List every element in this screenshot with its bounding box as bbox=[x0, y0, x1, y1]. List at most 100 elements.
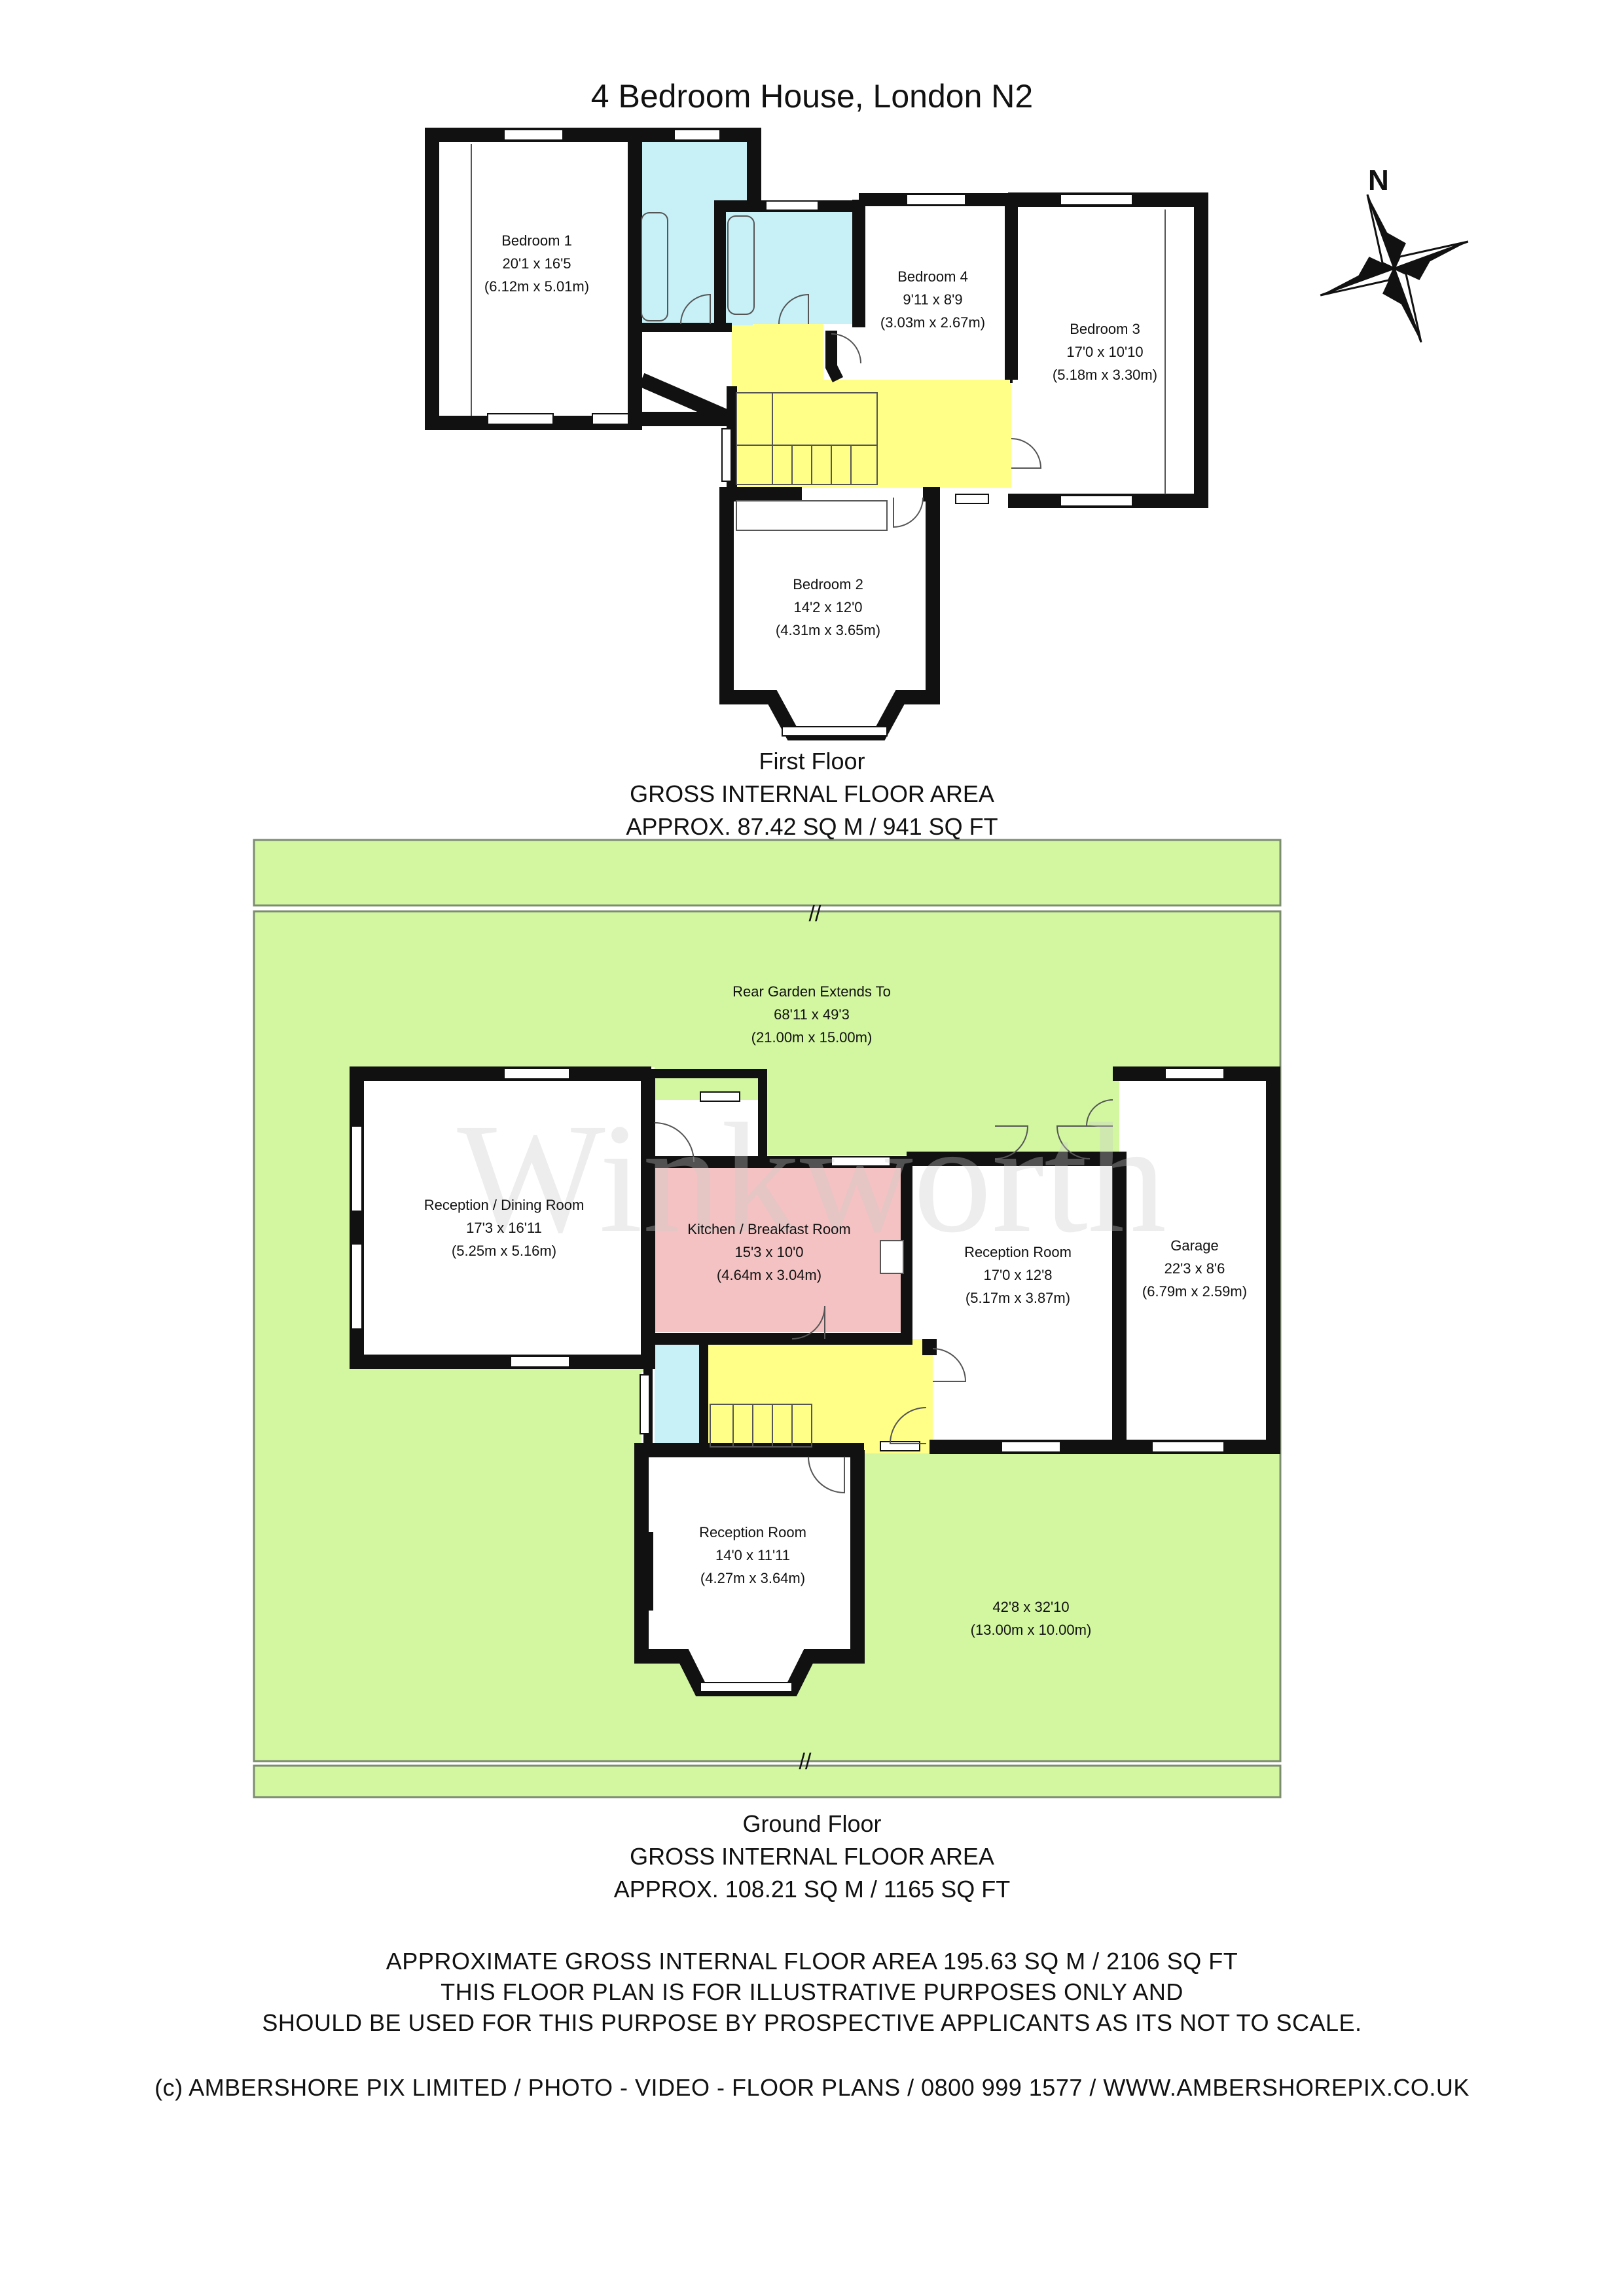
svg-text:Reception Room: Reception Room bbox=[699, 1524, 806, 1540]
room-name: Reception Room bbox=[699, 1524, 806, 1540]
room-name: Rear Garden Extends To bbox=[732, 983, 891, 1000]
first-floor-plan: Bedroom 1 20'1 x 16'5 (6.12m x 5.01m) Be… bbox=[425, 128, 1208, 740]
svg-text:Reception Room: Reception Room bbox=[964, 1244, 1072, 1260]
fireplace bbox=[647, 1532, 653, 1611]
svg-text:(5.25m x 5.16m): (5.25m x 5.16m) bbox=[452, 1243, 556, 1259]
french-door bbox=[503, 1068, 570, 1080]
window bbox=[1164, 1068, 1225, 1080]
door bbox=[893, 497, 924, 528]
window bbox=[592, 413, 629, 425]
room-dimensions: 14'0 x 11'11 bbox=[715, 1547, 790, 1563]
garden-dimensions: 42'8 x 32'10 bbox=[992, 1599, 1069, 1615]
window bbox=[765, 200, 819, 211]
cupboard bbox=[736, 500, 888, 531]
window bbox=[503, 129, 564, 141]
room-dimensions-metric: (6.12m x 5.01m) bbox=[484, 278, 589, 295]
svg-text:(6.12m x 5.01m): (6.12m x 5.01m) bbox=[484, 278, 589, 295]
room-dimensions: 9'11 x 8'9 bbox=[903, 291, 962, 308]
door bbox=[808, 1456, 845, 1494]
svg-text:Kitchen / Breakfast Room: Kitchen / Breakfast Room bbox=[687, 1221, 850, 1237]
door bbox=[680, 293, 711, 325]
hob-icon bbox=[880, 1240, 904, 1274]
room-name: Bedroom 2 bbox=[793, 576, 863, 592]
break-mark: // bbox=[809, 902, 821, 926]
svg-text:17'0 x 10'10: 17'0 x 10'10 bbox=[1066, 344, 1143, 360]
first-floor-landing bbox=[732, 321, 1011, 494]
svg-text:(5.18m x 3.30m): (5.18m x 3.30m) bbox=[1053, 367, 1157, 383]
window bbox=[351, 1243, 363, 1330]
svg-text:15'3 x 10'0: 15'3 x 10'0 bbox=[734, 1244, 803, 1260]
svg-text:Reception / Dining Room: Reception / Dining Room bbox=[424, 1197, 585, 1213]
first-floor-stairs bbox=[736, 392, 878, 485]
svg-text:42'8 x 32'10: 42'8 x 32'10 bbox=[992, 1599, 1069, 1615]
door bbox=[654, 1122, 695, 1163]
room-dimensions-metric: (5.17m x 3.87m) bbox=[965, 1290, 1070, 1306]
french-door bbox=[510, 1356, 570, 1368]
garden-dimensions-metric: (13.00m x 10.00m) bbox=[971, 1622, 1092, 1638]
ground-floor-area-label: GROSS INTERNAL FLOOR AREA bbox=[630, 1843, 994, 1870]
wall bbox=[825, 331, 844, 383]
window bbox=[906, 194, 966, 206]
room-dimensions: 15'3 x 10'0 bbox=[734, 1244, 803, 1260]
kitchen-fill bbox=[649, 1165, 905, 1332]
disclaimer-line-2: SHOULD BE USED FOR THIS PURPOSE BY PROSP… bbox=[262, 2009, 1362, 2036]
door bbox=[889, 1407, 927, 1444]
bay-window bbox=[700, 1682, 793, 1692]
room-dimensions: 17'0 x 10'10 bbox=[1066, 344, 1143, 360]
window bbox=[1060, 495, 1133, 507]
svg-text:(4.27m x 3.64m): (4.27m x 3.64m) bbox=[700, 1570, 805, 1586]
door bbox=[791, 1305, 825, 1339]
break-mark: // bbox=[799, 1749, 812, 1774]
room-name: Kitchen / Breakfast Room bbox=[687, 1221, 850, 1237]
first-floor-area-label: GROSS INTERNAL FLOOR AREA bbox=[630, 780, 994, 807]
compass bbox=[1320, 194, 1469, 343]
door bbox=[994, 1125, 1029, 1159]
room-dimensions-metric: (4.31m x 3.65m) bbox=[776, 622, 880, 638]
svg-text:68'11 x 49'3: 68'11 x 49'3 bbox=[774, 1006, 850, 1023]
disclaimer-line-1: THIS FLOOR PLAN IS FOR ILLUSTRATIVE PURP… bbox=[441, 1978, 1183, 2005]
svg-text:17'3 x 16'11: 17'3 x 16'11 bbox=[466, 1220, 542, 1236]
ensuite-bathroom bbox=[720, 210, 857, 324]
credit-line: (c) AMBERSHORE PIX LIMITED / PHOTO - VID… bbox=[154, 2074, 1470, 2101]
ground-floor-area: APPROX. 108.21 SQ M / 1165 SQ FT bbox=[613, 1876, 1011, 1903]
wc-fill bbox=[655, 1339, 704, 1453]
window bbox=[1060, 194, 1133, 206]
svg-text:20'1 x 16'5: 20'1 x 16'5 bbox=[502, 255, 571, 272]
window bbox=[955, 494, 989, 504]
svg-text:(13.00m x 10.00m): (13.00m x 10.00m) bbox=[971, 1622, 1092, 1638]
room-dimensions: 17'0 x 12'8 bbox=[983, 1267, 1052, 1283]
first-floor-area: APPROX. 87.42 SQ M / 941 SQ FT bbox=[626, 813, 998, 840]
window bbox=[487, 413, 554, 425]
ground-floor-hall bbox=[707, 1339, 933, 1453]
room-dimensions: 20'1 x 16'5 bbox=[502, 255, 571, 272]
bedroom-4-walls bbox=[852, 193, 1018, 380]
room-dimensions-metric: (5.25m x 5.16m) bbox=[452, 1243, 556, 1259]
svg-text:(3.03m x 2.67m): (3.03m x 2.67m) bbox=[880, 314, 985, 331]
wall bbox=[651, 1069, 767, 1162]
room-dimensions-metric: (5.18m x 3.30m) bbox=[1053, 367, 1157, 383]
first-floor-name: First Floor bbox=[759, 748, 865, 774]
room-dimensions: 22'3 x 8'6 bbox=[1164, 1260, 1225, 1277]
svg-text:(21.00m x 15.00m): (21.00m x 15.00m) bbox=[751, 1029, 873, 1046]
room-dimensions-metric: (3.03m x 2.67m) bbox=[880, 314, 985, 331]
svg-text:22'3 x 8'6: 22'3 x 8'6 bbox=[1164, 1260, 1225, 1277]
room-name: Bedroom 1 bbox=[501, 232, 572, 249]
door bbox=[1056, 1125, 1091, 1159]
svg-text:(4.31m x 3.65m): (4.31m x 3.65m) bbox=[776, 622, 880, 638]
room-name: Garage bbox=[1170, 1237, 1218, 1254]
garage-door bbox=[1151, 1441, 1225, 1453]
window bbox=[700, 1091, 740, 1102]
ground-floor-plan: // // bbox=[253, 839, 1282, 1798]
svg-text:Garage: Garage bbox=[1170, 1237, 1218, 1254]
svg-text:14'2 x 12'0: 14'2 x 12'0 bbox=[793, 599, 862, 615]
garden-strip-bottom bbox=[253, 1764, 1282, 1798]
room-dimensions-metric: (4.27m x 3.64m) bbox=[700, 1570, 805, 1586]
svg-text:Bedroom 2: Bedroom 2 bbox=[793, 576, 863, 592]
door bbox=[778, 293, 809, 325]
room-dimensions-metric: (6.79m x 2.59m) bbox=[1142, 1283, 1247, 1300]
room-dimensions-metric: (21.00m x 15.00m) bbox=[751, 1029, 873, 1046]
svg-text:14'0 x 11'11: 14'0 x 11'11 bbox=[715, 1547, 790, 1563]
window bbox=[1001, 1441, 1061, 1453]
compass-north-label: N bbox=[1368, 164, 1389, 196]
